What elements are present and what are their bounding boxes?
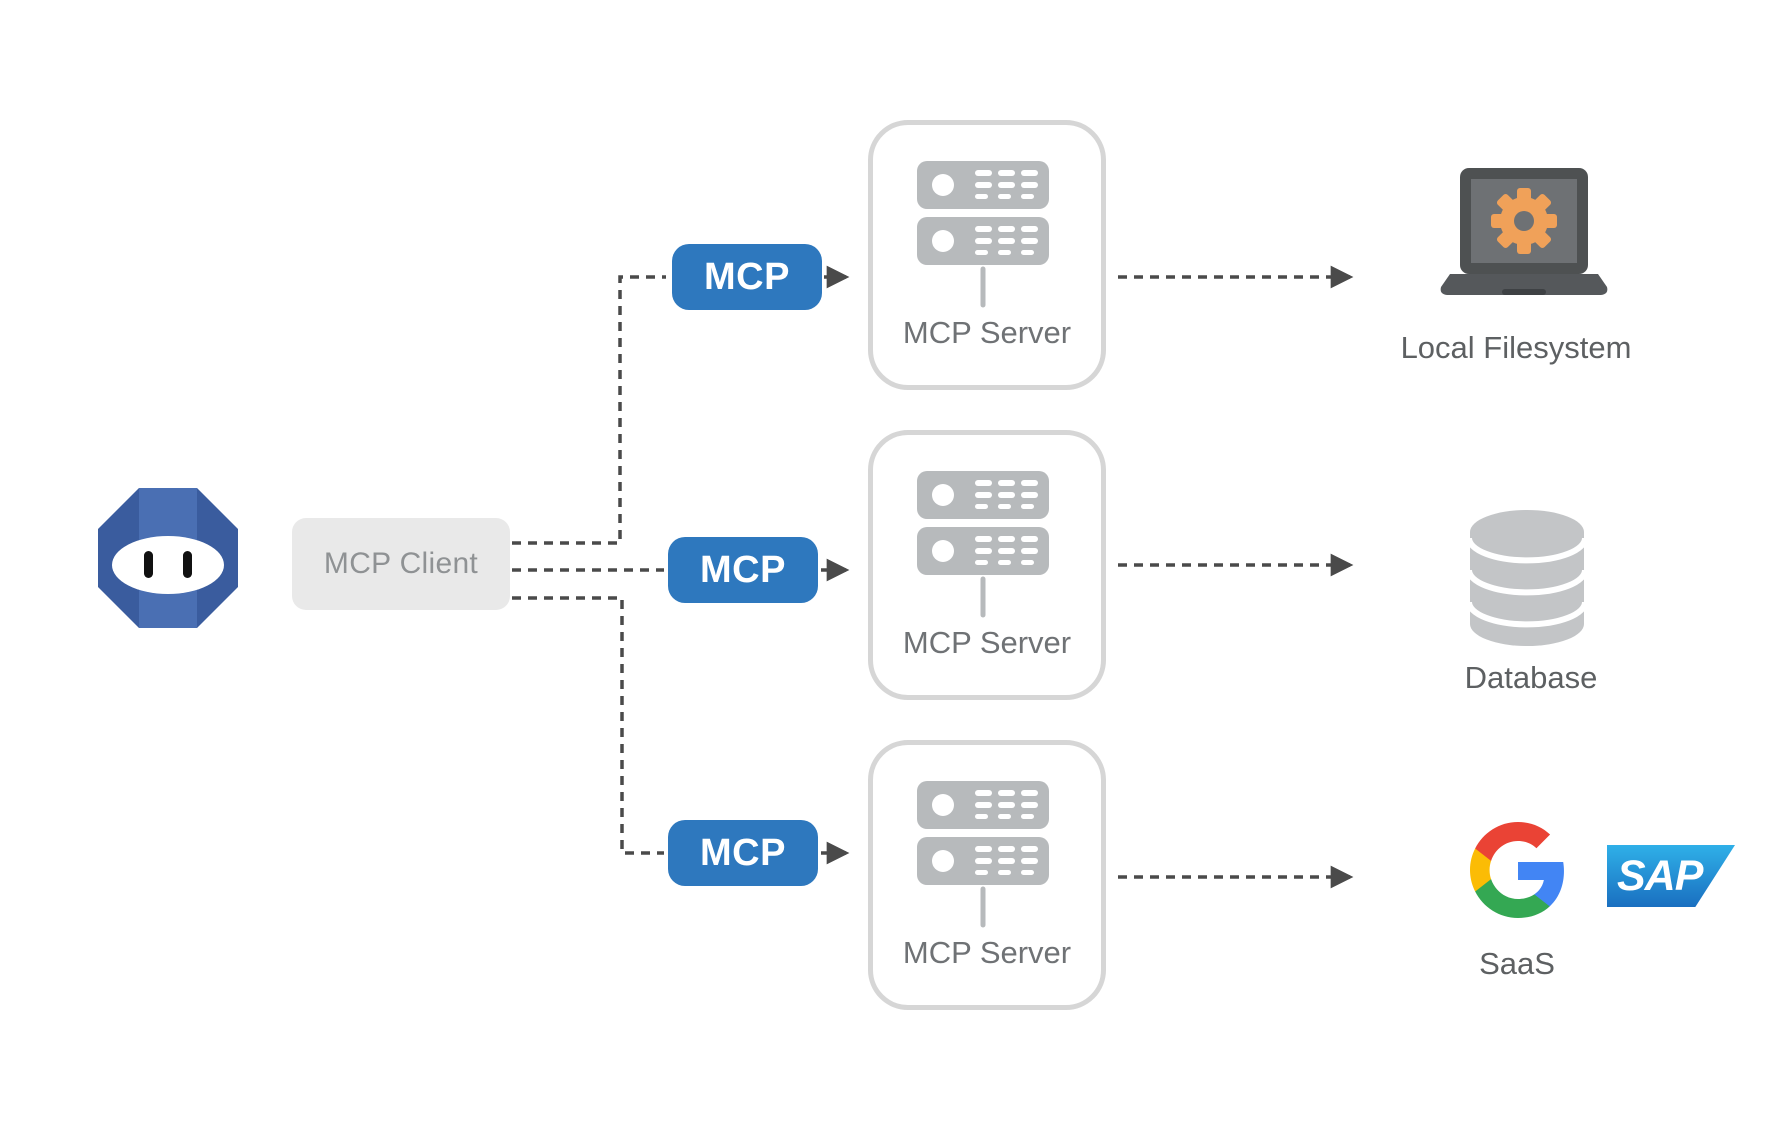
mcp-server-box-3: MCP Server: [868, 740, 1106, 1010]
robot-client-icon: [98, 488, 238, 628]
connector-client-to-badge-3: [512, 596, 664, 855]
laptop-gear-icon: [1440, 168, 1608, 300]
connector-client-to-badge-1: [512, 275, 666, 545]
mcp-server-box-1: MCP Server: [868, 120, 1106, 390]
server-rack-icon: [917, 781, 1057, 936]
google-logo-icon: [1470, 822, 1566, 918]
mcp-client-label: MCP Client: [323, 547, 479, 580]
server-rack-icon: [917, 471, 1057, 626]
saas-label: SaaS: [1479, 946, 1555, 981]
mcp-server-label: MCP Server: [902, 315, 1072, 350]
mcp-badge-label: MCP: [704, 255, 790, 298]
mcp-badge-label: MCP: [700, 831, 786, 874]
database-label: Database: [1464, 660, 1598, 695]
mcp-client-box: MCP Client: [292, 518, 510, 610]
mcp-protocol-badge-3: MCP: [668, 820, 818, 886]
mcp-server-label: MCP Server: [902, 625, 1072, 660]
filesystem-label: Local Filesystem: [1400, 330, 1632, 365]
server-rack-icon: [917, 161, 1057, 316]
mcp-server-label: MCP Server: [902, 935, 1072, 970]
mcp-badge-label: MCP: [700, 548, 786, 591]
sap-wordmark: SAP: [1617, 852, 1703, 900]
mcp-protocol-badge-2: MCP: [668, 537, 818, 603]
mcp-protocol-badge-1: MCP: [672, 244, 822, 310]
mcp-server-box-2: MCP Server: [868, 430, 1106, 700]
database-icon: [1466, 510, 1588, 646]
